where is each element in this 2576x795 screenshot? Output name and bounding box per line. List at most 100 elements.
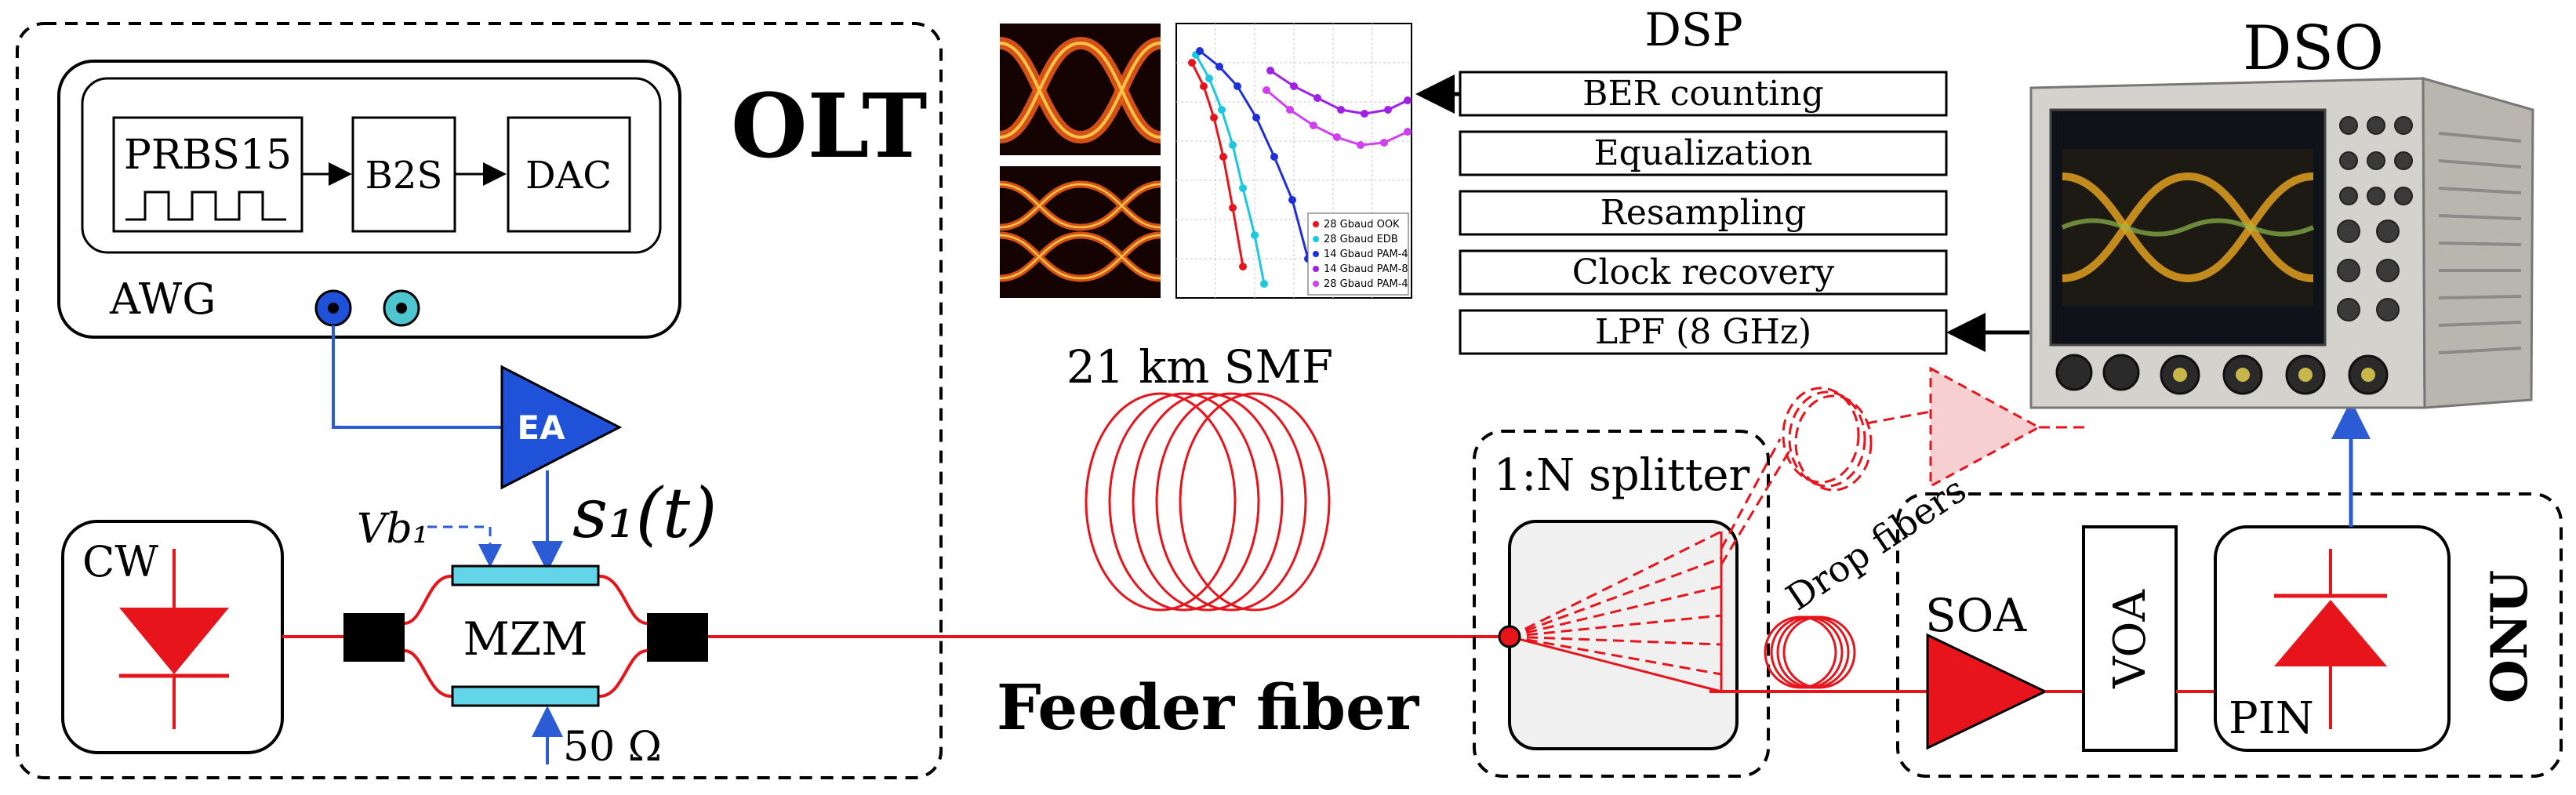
dsp-block-equalization-label: Equalization [1594, 133, 1813, 173]
voa-box [2082, 525, 2178, 752]
soa-amplifier-icon [1926, 633, 2048, 750]
prbs-label: PRBS15 [124, 132, 292, 179]
ber-curve-4-marker-1 [1266, 67, 1274, 74]
onu-boundary [1896, 492, 2563, 778]
dsp-block-clock-recovery [1459, 249, 1948, 296]
ber-curve-1 [1190, 62, 1244, 267]
fiber-spool-icon [1085, 392, 1331, 612]
dsp-block-resampling-label: Resampling [1600, 193, 1807, 233]
mzm-label: MZM [463, 612, 587, 666]
smf-label: 21 km SMF [1066, 340, 1333, 394]
ber-curve-2-marker-5 [1239, 184, 1247, 192]
vb-bias-line [427, 525, 502, 568]
ber-curve-3-marker-2 [1215, 63, 1223, 71]
ber-legend-marker-2 [1313, 236, 1319, 242]
ea-label: EA [517, 408, 565, 447]
ber-legend-entry-3: 14 Gbaud PAM-4 [1324, 249, 1408, 260]
ber-curve-1-marker-2 [1200, 82, 1208, 90]
ea-amplifier [500, 365, 623, 490]
ber-curve-2-marker-3 [1218, 106, 1226, 114]
splitter-input-node [1498, 625, 1521, 648]
ber-curve-4-marker-3 [1313, 94, 1321, 102]
dsp-block-equalization [1459, 130, 1948, 176]
pin-label: PIN [2229, 693, 2314, 744]
pin-diode-icon [2274, 600, 2387, 666]
eye-diagram-bottom [999, 166, 1161, 298]
ber-curve-4-marker-7 [1404, 96, 1412, 104]
eye-diagram-top [998, 24, 1162, 155]
splitter-branches [1509, 530, 1723, 693]
ber-curve-5-marker-1 [1263, 86, 1270, 94]
ber-curve-4-marker-2 [1290, 82, 1298, 90]
ber-curve-4-marker-5 [1361, 110, 1368, 118]
ber-legend-marker-1 [1313, 221, 1319, 227]
oscilloscope-icon [2029, 77, 2534, 409]
mzm-termination-label: 50 Ω [563, 724, 662, 771]
ber-curve-3-marker-4 [1252, 114, 1260, 122]
ber-curve-2-marker-7 [1260, 280, 1268, 288]
coupler-right [647, 613, 708, 662]
voa-label: VOA [2105, 590, 2156, 689]
ber-curve-3-marker-3 [1234, 82, 1241, 90]
awg-output-port-1-center [328, 303, 339, 314]
mzm-upper-electrode [451, 564, 600, 586]
vb-label: Vb₁ [357, 506, 429, 553]
feeder-fiber-label: Feeder fiber [997, 670, 1419, 744]
drop-fiber-dashed-paths [1720, 387, 2086, 565]
splitter-boundary [1473, 430, 1770, 778]
ber-curve-4-marker-4 [1337, 106, 1345, 114]
soa-label: SOA [1925, 589, 2027, 642]
ber-legend-entry-5: 28 Gbaud PAM-4 [1324, 278, 1408, 290]
cw-label: CW [82, 537, 158, 586]
ber-curve-3-marker-6 [1288, 196, 1296, 204]
ber-curve-5-marker-5 [1357, 141, 1364, 149]
splitter-box [1508, 520, 1739, 750]
splitter-label: 1:N splitter [1494, 450, 1750, 501]
dac-block [507, 116, 631, 233]
olt-boundary [16, 22, 943, 779]
ber-plot: 28 Gbaud OOK 28 Gbaud EDB 14 Gbaud PAM-4 14… [1175, 23, 1412, 299]
dso-title: DSO [2243, 13, 2384, 84]
onu-title: ONU [2480, 570, 2539, 703]
cw-diode-icon [119, 608, 229, 674]
b2s-block [351, 116, 456, 233]
dac-label: DAC [525, 154, 612, 198]
dsp-block-ber [1459, 71, 1948, 117]
ber-curve-5-marker-7 [1404, 128, 1412, 136]
ber-legend-marker-5 [1313, 281, 1319, 287]
ber-plot-curves [1188, 47, 1412, 288]
coupler-left [343, 613, 405, 662]
ber-legend-marker-4 [1313, 266, 1319, 272]
awg-label: AWG [109, 274, 216, 324]
ber-curve-2-marker-2 [1205, 74, 1213, 82]
ber-curve-5-marker-4 [1333, 133, 1341, 141]
dsp-block-lpf [1459, 309, 1948, 355]
dsp-title: DSP [1644, 3, 1742, 56]
mzm-lower-electrode [451, 685, 600, 707]
electrical-line-awg-ea [332, 325, 506, 429]
ber-curve-2-marker-4 [1229, 141, 1237, 149]
ber-plot-legend: 28 Gbaud OOK 28 Gbaud EDB 14 Gbaud PAM-4 14… [1313, 219, 1408, 290]
ber-curve-5-marker-2 [1286, 106, 1294, 114]
coupler-right-label: 3dB [654, 626, 701, 653]
prbs-waveform [125, 191, 286, 221]
ber-legend-entry-4: 14 Gbaud PAM-8 [1324, 263, 1408, 275]
ghost-amplifier-icon [1929, 366, 2042, 488]
b2s-label: B2S [365, 154, 443, 198]
signal-label: s₁(t) [572, 473, 717, 554]
dsp-block-clock-recovery-label: Clock recovery [1572, 252, 1835, 292]
ber-legend-entry-2: 28 Gbaud EDB [1324, 234, 1398, 245]
dsp-block-resampling [1459, 190, 1948, 236]
ber-curve-4-marker-6 [1384, 106, 1392, 114]
ber-curve-2-marker-6 [1251, 231, 1259, 239]
awg-output-port-2-center [396, 303, 407, 314]
onu-fiber-coil [1764, 615, 1856, 689]
olt-title: OLT [731, 75, 928, 178]
ber-legend-entry-1: 28 Gbaud OOK [1324, 219, 1400, 231]
ber-curve-1-marker-5 [1229, 204, 1237, 212]
ber-curve-3-marker-5 [1270, 153, 1278, 161]
ber-curve-5-marker-3 [1310, 122, 1317, 129]
coupler-left-label: 3dB [351, 626, 398, 653]
ber-curve-1-marker-4 [1219, 153, 1227, 161]
dsp-block-lpf-label: LPF (8 GHz) [1595, 312, 1811, 352]
